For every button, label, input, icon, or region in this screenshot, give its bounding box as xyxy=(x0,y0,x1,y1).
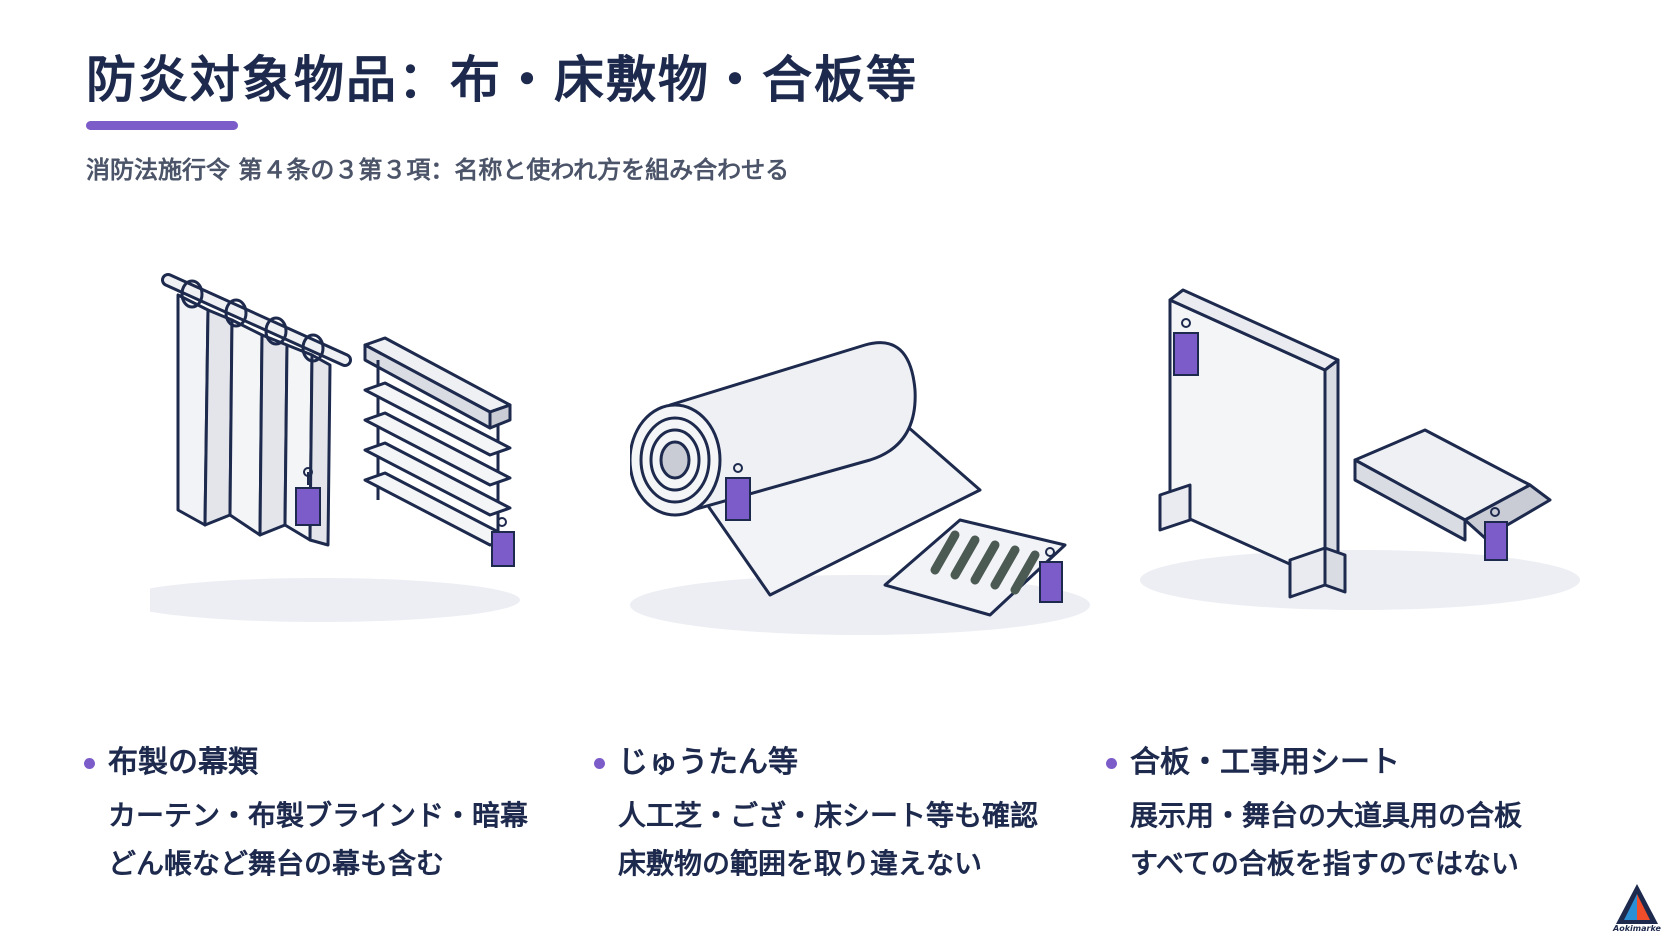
plywood-and-sheet-illustration xyxy=(1140,288,1580,610)
tag-icon xyxy=(1039,547,1063,603)
carpet-roll-and-turf-illustration xyxy=(630,341,1090,635)
tag-icon xyxy=(1173,318,1199,376)
bullet-icon xyxy=(84,758,95,769)
column-line: 人工芝・ござ・床シート等も確認 xyxy=(618,799,1039,832)
column-heading: 布製の幕類 xyxy=(108,745,258,780)
page-title: 防炎対象物品：布・床敷物・合板等 xyxy=(86,51,918,109)
bullet-icon xyxy=(594,758,605,769)
tag-icon xyxy=(295,467,321,526)
tag-icon xyxy=(491,517,515,567)
page-subtitle: 消防法施行令 第４条の３第３項：名称と使われ方を組み合わせる xyxy=(86,156,790,184)
column-heading: 合板・工事用シート xyxy=(1130,745,1400,780)
tag-icon xyxy=(1484,507,1508,561)
title-underline xyxy=(86,121,238,130)
brand-logo-text: Aokimarke xyxy=(1613,924,1661,933)
column-line: すべての合板を指すのではない xyxy=(1130,847,1519,880)
column-fabric: 布製の幕類 カーテン・布製ブラインド・暗幕 どん帳など舞台の幕も含む xyxy=(84,742,604,888)
column-line: 展示用・舞台の大道具用の合板 xyxy=(1130,799,1523,832)
tag-icon xyxy=(725,463,751,521)
column-line: どん帳など舞台の幕も含む xyxy=(108,847,445,880)
column-plywood: 合板・工事用シート 展示用・舞台の大道具用の合板 すべての合板を指すのではない xyxy=(1106,742,1626,888)
curtain-and-blind-illustration xyxy=(150,273,520,622)
bullet-icon xyxy=(1106,758,1117,769)
column-carpet: じゅうたん等 人工芝・ござ・床シート等も確認 床敷物の範囲を取り違えない xyxy=(594,742,1114,888)
brand-triangle-logo-icon xyxy=(1616,884,1658,924)
column-heading: じゅうたん等 xyxy=(618,745,798,780)
column-line: 床敷物の範囲を取り違えない xyxy=(618,847,983,880)
column-line: カーテン・布製ブラインド・暗幕 xyxy=(108,799,529,832)
